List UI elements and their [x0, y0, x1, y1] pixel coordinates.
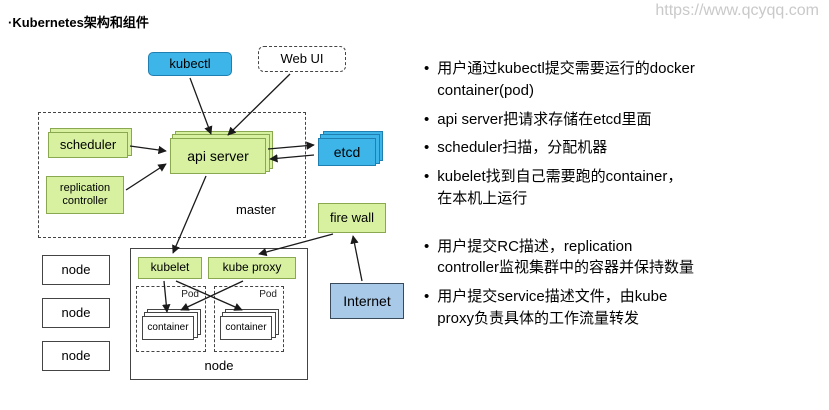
- kube-proxy-node: kube proxy: [208, 257, 296, 279]
- note-item: • api server把请求存储在etcd里面: [424, 109, 822, 131]
- internet-node: Internet: [330, 283, 404, 319]
- note-text: 用户提交RC描述，replication controller监视集群中的容器并…: [437, 237, 694, 277]
- node-item-1: node: [42, 255, 110, 285]
- bullet-icon: •: [424, 168, 430, 185]
- note-item: • 用户提交RC描述，replication controller监视集群中的容…: [424, 236, 822, 280]
- note-text: 用户通过kubectl提交需要运行的docker container(pod): [437, 60, 695, 99]
- web-ui-node: Web UI: [258, 46, 346, 72]
- notes-panel: • 用户通过kubectl提交需要运行的docker container(pod…: [424, 58, 822, 330]
- container-node-2: container: [220, 316, 272, 340]
- kubelet-node: kubelet: [138, 257, 202, 279]
- note-text: api server把请求存储在etcd里面: [437, 110, 652, 128]
- node-item-3: node: [42, 341, 110, 371]
- note-item: • kubelet找到自己需要跑的container， 在本机上运行: [424, 166, 822, 210]
- note-text: kubelet找到自己需要跑的container， 在本机上运行: [437, 168, 683, 207]
- node-item-2: node: [42, 298, 110, 328]
- container-node-1: container: [142, 316, 194, 340]
- bullet-icon: •: [424, 60, 430, 77]
- bullet-icon: •: [424, 110, 430, 128]
- note-text: 用户提交service描述文件，由kube proxy负责具体的工作流量转发: [437, 288, 668, 327]
- master-group-box: [38, 112, 306, 238]
- bullet-icon: •: [424, 139, 430, 157]
- replication-controller-node: replication controller: [46, 176, 124, 214]
- api-server-node: api server: [170, 138, 266, 174]
- bullet-icon: •: [424, 237, 430, 255]
- note-text: scheduler扫描，分配机器: [437, 139, 608, 157]
- notes-group-2: • 用户提交RC描述，replication controller监视集群中的容…: [424, 236, 822, 330]
- pod-label-2: Pod: [259, 289, 277, 300]
- arrow-internet-to-firewall: [350, 235, 363, 282]
- notes-group-1: • 用户通过kubectl提交需要运行的docker container(pod…: [424, 58, 822, 210]
- note-item: • scheduler扫描，分配机器: [424, 137, 822, 159]
- etcd-node: etcd: [318, 138, 376, 166]
- bullet-icon: •: [424, 288, 430, 305]
- kubectl-node: kubectl: [148, 52, 232, 76]
- watermark-url: https://www.qcyqq.com: [655, 2, 819, 19]
- note-item: • 用户提交service描述文件，由kube proxy负责具体的工作流量转发: [424, 286, 822, 330]
- scheduler-node: scheduler: [48, 132, 128, 158]
- firewall-node: fire wall: [318, 203, 386, 233]
- master-label: master: [236, 202, 276, 217]
- page-title: ·Kubernetes架构和组件: [8, 15, 149, 30]
- node-box-label: node: [204, 358, 234, 373]
- pod-label-1: Pod: [181, 289, 199, 300]
- note-item: • 用户通过kubectl提交需要运行的docker container(pod…: [424, 58, 822, 102]
